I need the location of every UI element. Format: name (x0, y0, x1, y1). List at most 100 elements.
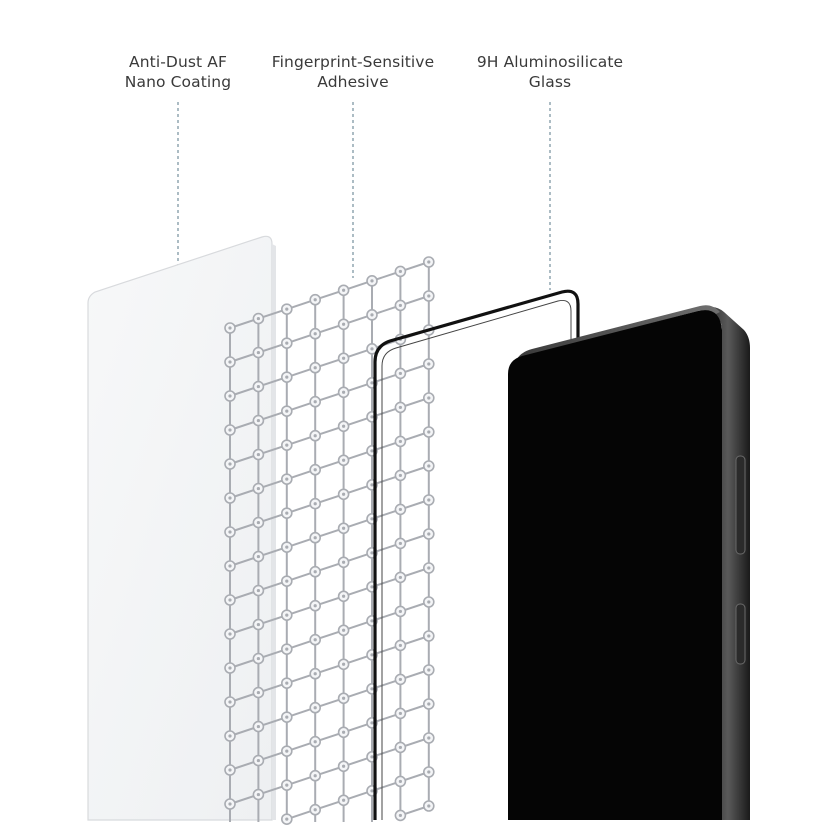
mesh-node-core (256, 486, 260, 491)
mesh-node-core (398, 303, 402, 308)
mesh-node-core (398, 643, 402, 648)
mesh-node-core (313, 468, 317, 472)
mesh-node-core (427, 736, 431, 740)
mesh-node-core (256, 724, 260, 729)
mesh-node-core (313, 570, 317, 574)
glass-outer-outline (373, 289, 580, 820)
mesh-node-core (228, 530, 232, 534)
mesh-node-core (370, 517, 374, 521)
label-line: Glass (528, 73, 572, 91)
mesh-node-core (342, 288, 346, 292)
mesh-node-core (228, 632, 232, 636)
mesh-node-core (313, 774, 317, 778)
power-button (735, 603, 746, 665)
mesh-node-core (228, 768, 232, 772)
mesh-node-core (398, 609, 402, 614)
mesh-node-core (313, 536, 317, 540)
mesh-node-core (342, 322, 346, 326)
mesh-node-core (228, 700, 232, 704)
mesh-node-core (342, 356, 346, 360)
mesh-node-core (228, 394, 232, 398)
mesh-node-core (228, 326, 232, 330)
mesh-node-core (342, 662, 346, 666)
mesh-node-core (398, 541, 402, 546)
mesh-node-core (427, 430, 431, 434)
mesh-node-core (342, 560, 346, 564)
label-line: Nano Coating (124, 73, 232, 91)
mesh-node-core (313, 672, 317, 676)
mesh-node-core (256, 690, 260, 695)
mesh-node-core (427, 668, 431, 672)
mesh-node-core (256, 554, 260, 559)
mesh-node-core (313, 434, 317, 438)
mesh-node-core (285, 477, 289, 481)
mesh-node-core (370, 551, 374, 555)
mesh-node-core (342, 458, 346, 462)
mesh-node-core (256, 350, 260, 355)
mesh-node-core (285, 409, 289, 413)
mesh-node-core (398, 269, 402, 274)
mesh-node-core (285, 613, 289, 617)
mesh-node-core (313, 332, 317, 336)
mesh-node-core (313, 298, 317, 302)
label-glass: 9H Aluminosilicate Glass (455, 52, 645, 92)
mesh-node-core (285, 341, 289, 345)
coating-layer (87, 235, 273, 821)
adhesive-mesh-layer (224, 256, 435, 825)
mesh-node-core (370, 279, 374, 283)
mesh-node-core (398, 745, 402, 750)
mesh-node-core (427, 634, 431, 638)
mesh-node-core (256, 418, 260, 423)
label-line: 9H Aluminosilicate (476, 53, 624, 71)
mesh-node-core (228, 802, 232, 806)
volume-button (735, 455, 746, 555)
mesh-node-core (285, 681, 289, 685)
mesh-node-core (313, 604, 317, 608)
mesh-node-core (342, 628, 346, 632)
mesh-node-core (228, 462, 232, 466)
mesh-node-core (370, 721, 374, 725)
mesh-node-core (342, 424, 346, 428)
mesh-node-core (427, 362, 431, 366)
mesh-node-core (313, 808, 317, 812)
mesh-node-core (228, 564, 232, 568)
mesh-node-core (256, 792, 260, 797)
mesh-node-core (228, 666, 232, 670)
mesh-node-core (370, 755, 374, 759)
mesh-node-core (228, 496, 232, 500)
mesh-node-core (285, 307, 289, 311)
mesh-node-core (370, 381, 374, 385)
glass-layer (373, 289, 580, 820)
mesh-node-core (256, 316, 260, 321)
mesh-node-core (427, 498, 431, 502)
mesh-node-core (427, 566, 431, 570)
mesh-node-core (313, 740, 317, 744)
label-anti-dust-coating: Anti-Dust AF Nano Coating (98, 52, 258, 92)
mesh-node-core (285, 715, 289, 719)
mesh-node-core (398, 677, 402, 682)
mesh-node-core (427, 260, 431, 264)
mesh-node-core (370, 789, 374, 793)
mesh-node-core (285, 511, 289, 515)
phone-side-frame (706, 307, 750, 821)
mesh-node-core (427, 702, 431, 706)
mesh-node-core (398, 473, 402, 478)
glass-inner-outline (381, 300, 572, 820)
mesh-node-core (256, 656, 260, 661)
mesh-node-core (256, 384, 260, 389)
mesh-node-core (256, 758, 260, 763)
mesh-node-core (398, 507, 402, 512)
mesh-node-core (313, 502, 317, 506)
mesh-node-core (427, 770, 431, 774)
mesh-node-core (370, 347, 374, 351)
mesh-node-core (427, 396, 431, 400)
label-line: Fingerprint-Sensitive (271, 53, 435, 71)
mesh-node-core (285, 443, 289, 447)
mesh-node-core (256, 452, 260, 457)
mesh-node-core (285, 647, 289, 651)
mesh-node-core (285, 783, 289, 787)
mesh-node-core (228, 734, 232, 738)
mesh-node-core (398, 711, 402, 716)
mesh-node-core (313, 706, 317, 710)
